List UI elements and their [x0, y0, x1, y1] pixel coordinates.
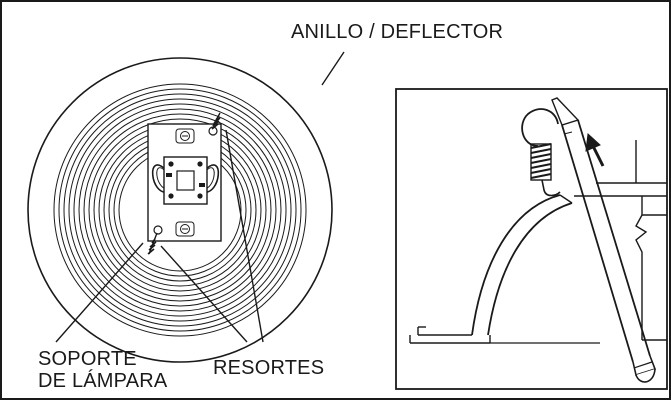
deflector-grooves [53, 83, 307, 337]
socket-leader [55, 242, 144, 343]
inset-frame [395, 88, 668, 390]
lamp-socket-label-line1: SOPORTE [38, 348, 137, 370]
ring-deflector-label: ANILLO / DEFLECTOR [291, 21, 504, 43]
springs-label: RESORTES [213, 357, 325, 379]
ring-leader [321, 51, 345, 86]
springs-top-view [147, 112, 221, 255]
lamp-socket-label: SOPORTE DE LÁMPARA [38, 348, 167, 392]
leader-lines [55, 51, 345, 343]
lamp-socket-label-line2: DE LÁMPARA [38, 370, 168, 392]
spring-leader-b [225, 129, 264, 343]
outer-ring [27, 57, 333, 363]
up-arrow-icon [585, 132, 605, 167]
spring-coil [530, 143, 552, 179]
inset-detail [395, 88, 668, 390]
spring-leader-a [160, 245, 248, 343]
ring-deflector-view [27, 57, 333, 363]
spring-hook [521, 108, 559, 147]
lamp-socket [151, 156, 220, 205]
screwdriver [551, 97, 657, 383]
